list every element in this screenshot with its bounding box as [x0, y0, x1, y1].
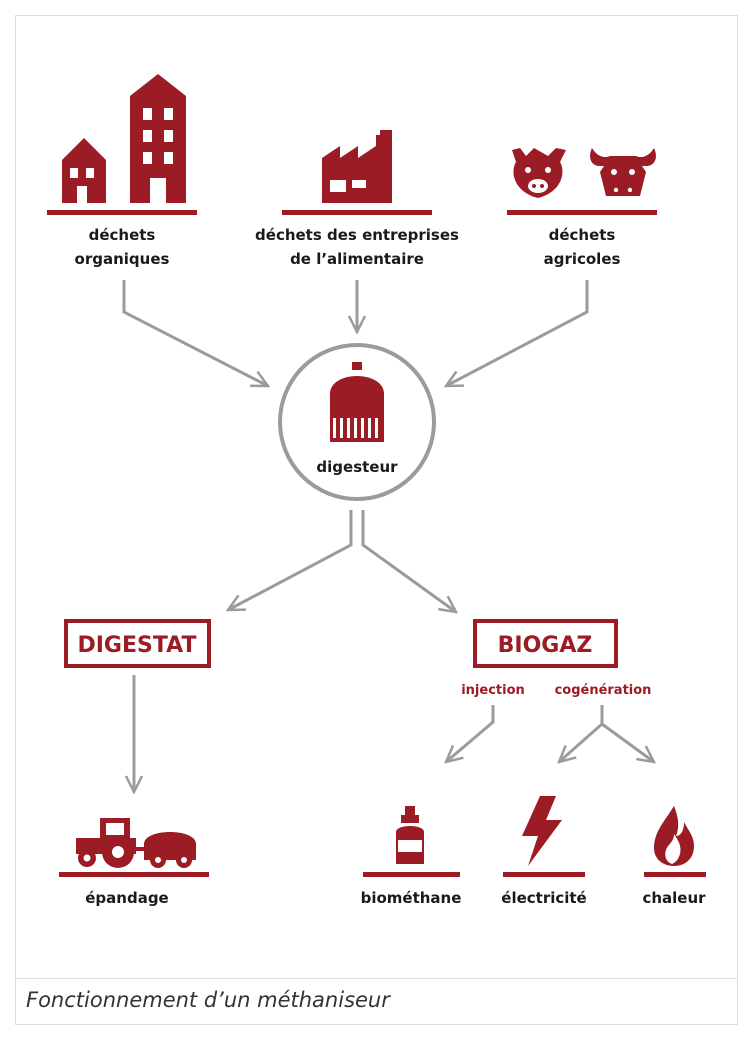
arrow-organiques-to-digesteur	[122, 280, 268, 388]
digesteur-label: digesteur	[316, 458, 398, 476]
electricite-label: électricité	[501, 889, 586, 907]
injection-label: injection	[461, 683, 525, 698]
chaleur-label: chaleur	[642, 889, 706, 907]
tractor-icon	[76, 818, 196, 868]
source-label-line2: de l’alimentaire	[290, 250, 424, 268]
source-baseline	[507, 210, 657, 215]
cogeneration-label: cogénération	[555, 683, 652, 698]
arrow-cogeneration-to-electricite	[559, 705, 604, 762]
lightning-icon	[522, 796, 562, 866]
flame-icon	[654, 806, 694, 866]
digestat-box	[64, 619, 211, 668]
epandage-label: épandage	[85, 889, 168, 907]
source-label-line2: organiques	[75, 250, 170, 268]
product-baseline	[503, 872, 585, 877]
source-baseline	[47, 210, 197, 215]
pig-cow-icon	[512, 148, 656, 198]
digestat-label: DIGESTAT	[77, 633, 196, 658]
digester-icon	[330, 362, 384, 442]
product-baseline	[59, 872, 209, 877]
product-baseline	[644, 872, 706, 877]
product-baseline	[363, 872, 460, 877]
arrow-agricoles-to-digesteur	[446, 280, 589, 388]
figure-caption: Fonctionnement d’un méthaniseur	[26, 988, 390, 1012]
arrow-injection-to-biomethane	[446, 705, 495, 762]
buildings-icon	[62, 74, 186, 203]
factory-icon	[322, 130, 392, 203]
biogaz-label: BIOGAZ	[498, 633, 593, 658]
arrow-digesteur-to-biogaz	[361, 510, 456, 612]
source-label-line1: déchets	[89, 226, 156, 244]
gas-bottle-icon	[396, 806, 424, 864]
arrow-digesteur-to-digestat	[228, 510, 353, 612]
source-label-line2: agricoles	[544, 250, 621, 268]
source-label-line1: déchets des entreprises	[255, 226, 459, 244]
source-label-line1: déchets	[549, 226, 616, 244]
source-baseline	[282, 210, 432, 215]
biomethane-label: biométhane	[361, 889, 462, 907]
arrow-cogeneration-to-chaleur	[601, 722, 654, 762]
biogaz-box	[473, 619, 618, 668]
caption-separator	[15, 978, 738, 979]
